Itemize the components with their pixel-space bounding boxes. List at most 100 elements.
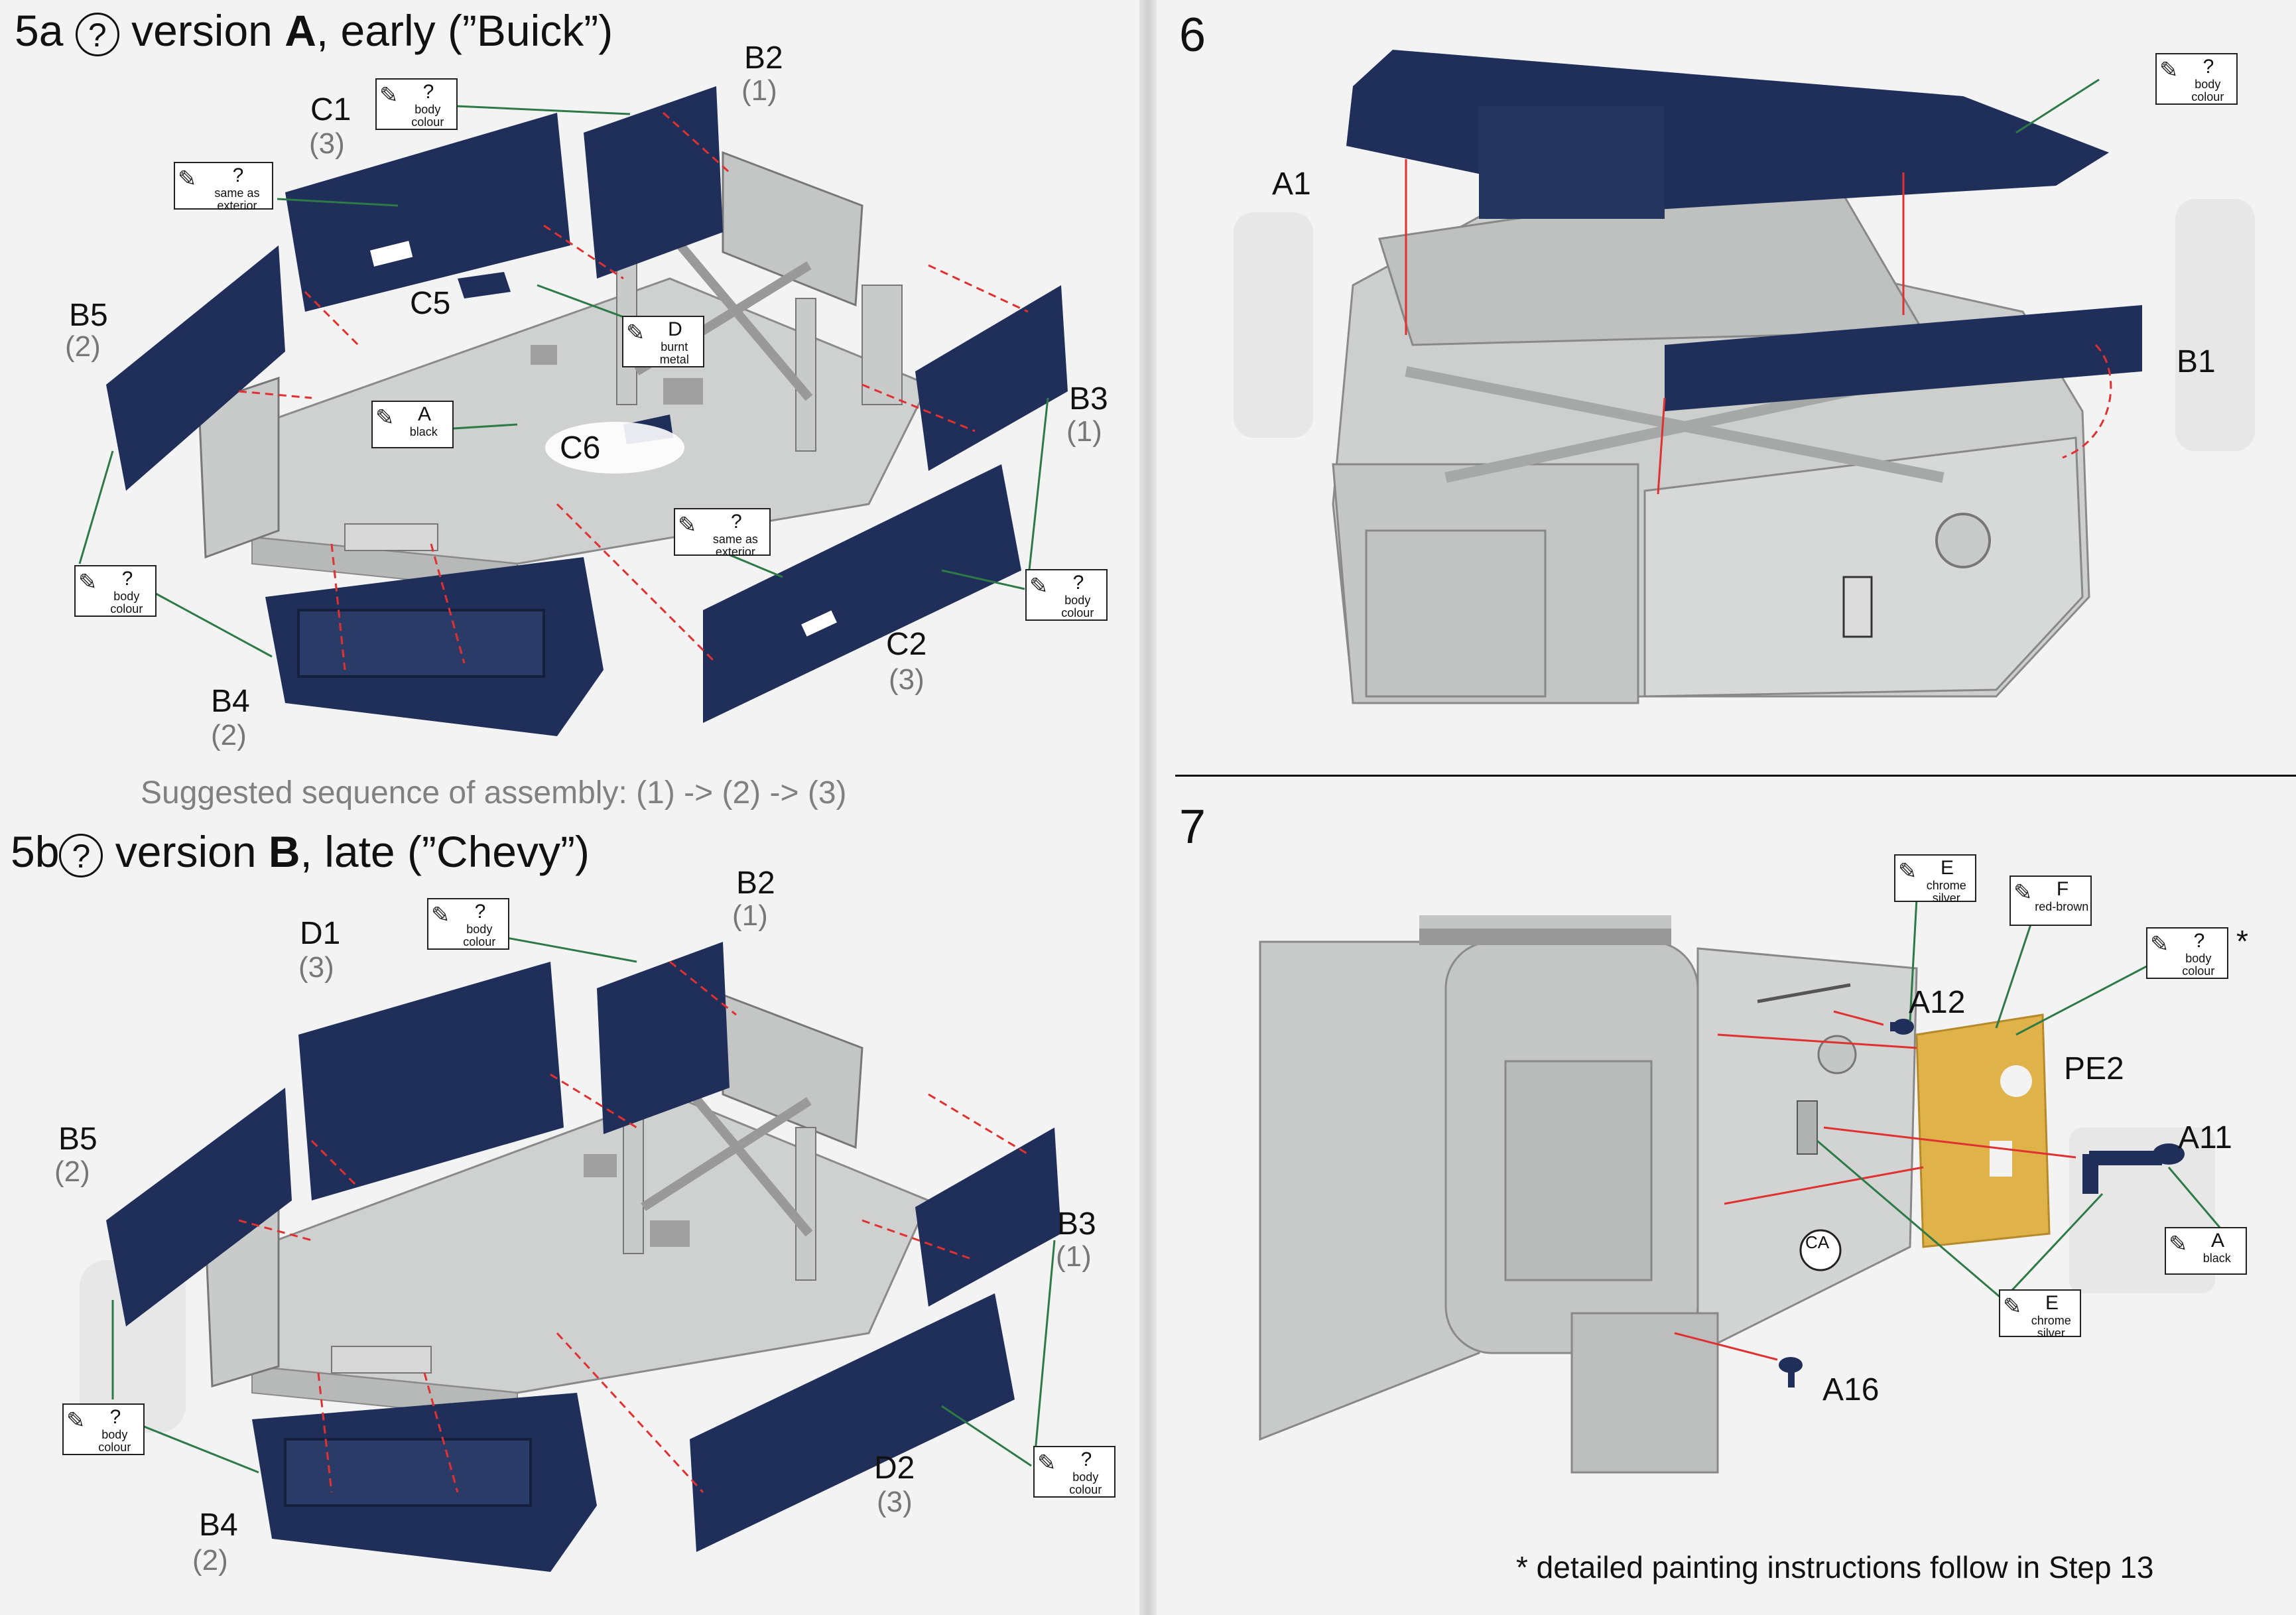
paint-box-c1-5a: ✎ ? body colour xyxy=(375,78,458,130)
part-count-c2-5a: (3) xyxy=(889,663,925,696)
paint-desc: chrome silver xyxy=(2031,1314,2071,1340)
part-count-b4-5b: (2) xyxy=(192,1544,228,1577)
paint-code: ? xyxy=(1072,572,1084,594)
step5b-drawing xyxy=(106,927,1061,1572)
part-label-c6: C6 xyxy=(560,430,601,466)
paint-box-f: ✎ F red-brown xyxy=(2009,875,2092,926)
paint-box-c1-inner-5a: ✎ ? same as exterior xyxy=(174,162,273,212)
paint-code: ? xyxy=(2202,56,2214,78)
part-label-c1-5a: C1 xyxy=(310,92,351,127)
part-label-pe2: PE2 xyxy=(2064,1051,2124,1086)
part-label-c5: C5 xyxy=(410,286,451,321)
a16-part xyxy=(1779,1357,1803,1388)
paint-desc: chrome silver xyxy=(1926,879,1966,905)
pe2-plate xyxy=(1915,1013,2051,1248)
part-label-b3-5a: B3 xyxy=(1069,381,1108,417)
panel-b2-5a xyxy=(584,86,723,279)
paintbrush-icon: ✎ xyxy=(78,570,97,595)
c5-part xyxy=(458,272,511,298)
paint-box-step6: ✎ ? body colour xyxy=(2155,53,2238,105)
paint-code: ? xyxy=(121,568,133,590)
a11-part xyxy=(2082,1143,2185,1194)
step-number-7: 7 xyxy=(1179,801,1206,854)
paint-code: ? xyxy=(422,81,434,103)
paintbrush-icon: ✎ xyxy=(2169,1232,2188,1257)
step-number-6: 6 xyxy=(1179,9,1206,62)
version-marker-circle: ? xyxy=(75,12,119,56)
paint-code: A xyxy=(2210,1230,2224,1252)
part-count-b2-5b: (1) xyxy=(732,899,768,932)
part-label-c2-5a: C2 xyxy=(886,627,927,662)
ca-glue-label: CA xyxy=(1805,1232,1830,1252)
part-label-a11: A11 xyxy=(2178,1120,2232,1155)
paint-code: A xyxy=(417,403,431,425)
paintbrush-icon: ✎ xyxy=(2003,1294,2022,1319)
painting-footnote: * detailed painting instructions follow … xyxy=(1516,1550,2154,1584)
title-text: version xyxy=(103,827,269,876)
paint-box-floor-d: ✎ D burnt metal xyxy=(622,316,704,367)
paint-code: ? xyxy=(232,164,244,186)
step-number-5a: 5a xyxy=(15,6,64,55)
version-letter: A xyxy=(285,6,316,55)
paint-code: D xyxy=(668,318,682,340)
paintbrush-icon: ✎ xyxy=(1898,859,1917,884)
paint-desc: body colour xyxy=(2191,78,2224,103)
part-count-b4-5a: (2) xyxy=(211,719,247,751)
step-number-5b: 5b xyxy=(11,827,60,876)
step-divider xyxy=(1175,775,2296,777)
part-label-b4-5b: B4 xyxy=(199,1508,238,1543)
part-label-a1: A1 xyxy=(1272,166,1311,202)
panel-b2-5b xyxy=(597,942,730,1134)
part-label-b2-5a: B2 xyxy=(744,40,783,76)
part-count-b3-5a: (1) xyxy=(1066,415,1102,448)
part-count-c1-5a: (3) xyxy=(309,127,345,160)
part-label-d2-5b: D2 xyxy=(874,1451,915,1486)
part-label-d1-5b: D1 xyxy=(300,916,341,951)
version-name: , early (”Buick”) xyxy=(316,6,613,55)
part-label-b5-5a: B5 xyxy=(69,298,108,333)
step5b-title: 5b? version B, late (”Chevy”) xyxy=(11,826,590,877)
paint-box-e-bottom: ✎ E chrome silver xyxy=(1999,1289,2081,1340)
paint-code: ? xyxy=(730,511,742,533)
part-label-b4-5a: B4 xyxy=(211,684,250,719)
panel-b3-5b xyxy=(915,1128,1061,1307)
fuel-cap xyxy=(1935,513,1991,568)
paint-desc: body colour xyxy=(463,923,496,948)
panel-d2-5b xyxy=(690,1293,1015,1552)
paintbrush-icon: ✎ xyxy=(379,83,399,108)
paintbrush-icon: ✎ xyxy=(66,1408,86,1433)
part-label-b1: B1 xyxy=(2177,344,2216,379)
paint-desc: body colour xyxy=(411,103,444,129)
paint-box-d1-5b: ✎ ? body colour xyxy=(427,898,509,950)
part-count-b5-5b: (2) xyxy=(54,1155,90,1188)
paint-box-e-top: ✎ E chrome silver xyxy=(1894,854,1976,905)
part-count-d1-5b: (3) xyxy=(298,951,334,984)
panel-c1-5a xyxy=(285,113,570,312)
part-count-d2-5b: (3) xyxy=(877,1486,913,1518)
paint-box-b5-5b: ✎ ? body colour xyxy=(62,1403,145,1455)
paintbrush-icon: ✎ xyxy=(178,166,197,192)
paintbrush-icon: ✎ xyxy=(1029,574,1049,599)
footnote-asterisk: * xyxy=(2236,924,2248,958)
panel-c2-5a xyxy=(703,464,1021,723)
paint-code: ? xyxy=(109,1406,121,1428)
paint-desc: body colour xyxy=(1061,594,1094,619)
paint-code: E xyxy=(2045,1292,2059,1314)
part-label-b3-5b: B3 xyxy=(1057,1206,1096,1242)
paintbrush-icon: ✎ xyxy=(626,320,645,346)
paint-code: ? xyxy=(2193,930,2205,952)
chassis-floor-5a xyxy=(251,277,930,565)
a12-part xyxy=(1890,1019,1914,1035)
panel-b5-5a xyxy=(106,245,285,491)
step5a-drawing xyxy=(78,86,1068,736)
paint-desc: body colour xyxy=(1069,1470,1102,1496)
paintbrush-icon: ✎ xyxy=(2159,58,2179,83)
title-text: version xyxy=(119,6,285,55)
step6-drawing xyxy=(1332,50,2142,704)
part-label-a12: A12 xyxy=(1909,985,1966,1020)
paintbrush-icon: ✎ xyxy=(375,405,395,430)
paint-box-pe2: ✎ ? body colour xyxy=(2146,927,2228,979)
paint-desc: body colour xyxy=(98,1428,131,1454)
part-count-b2-5a: (1) xyxy=(741,74,777,107)
